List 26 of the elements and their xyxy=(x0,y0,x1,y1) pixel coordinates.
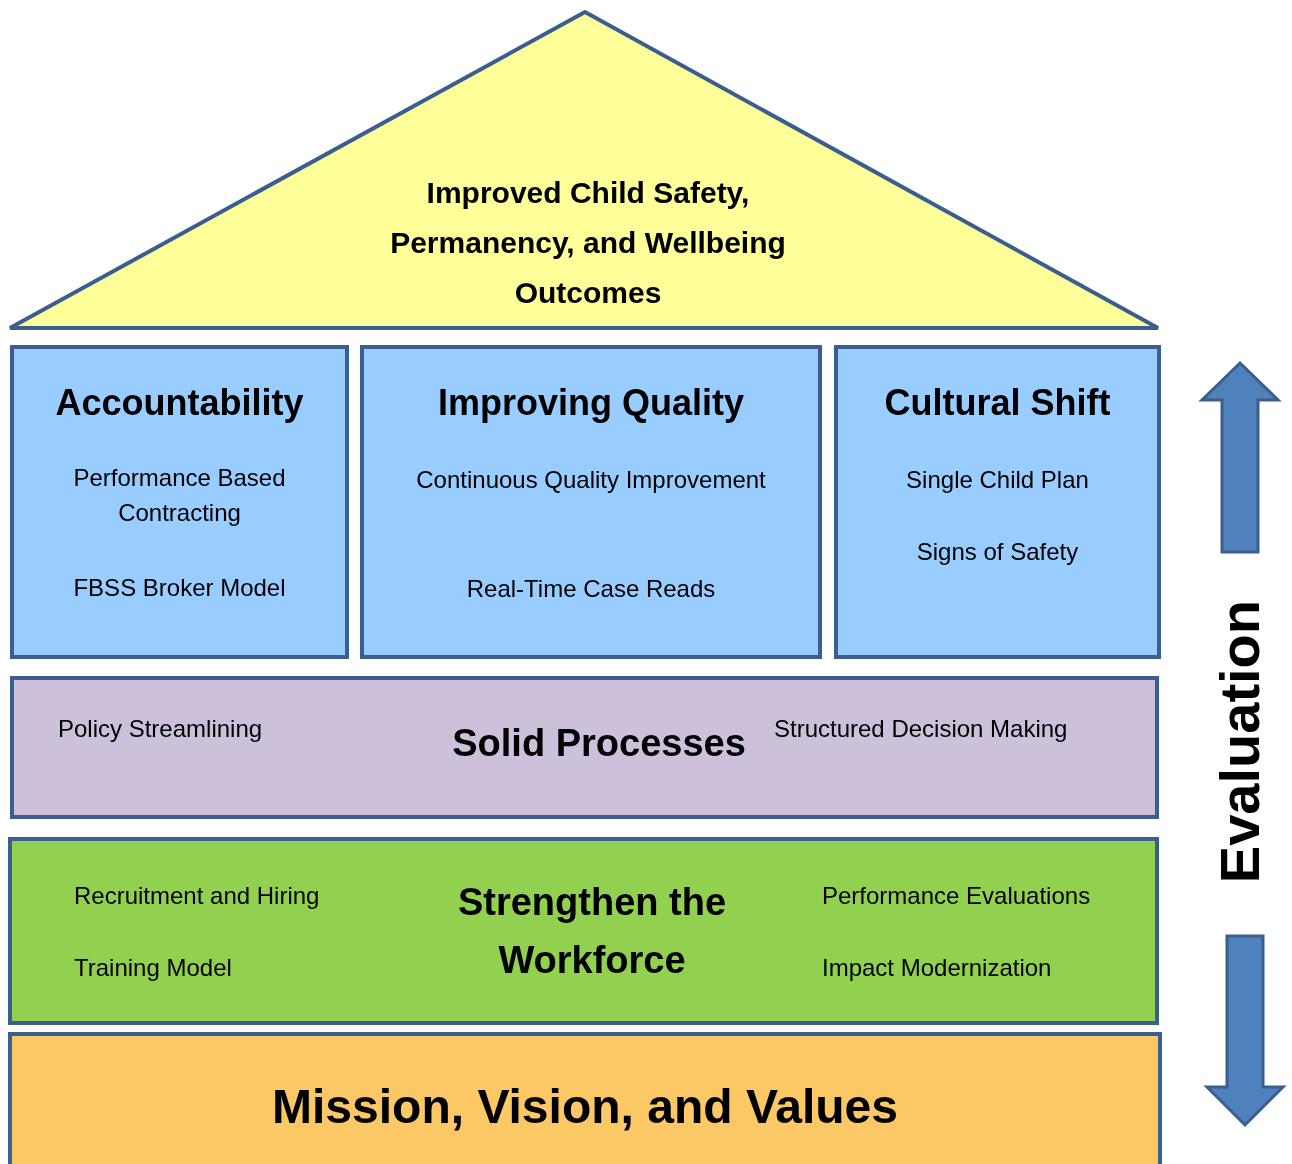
band-heading: Strengthen the Workforce xyxy=(456,880,728,983)
foundation-heading: Mission, Vision, and Values xyxy=(271,1079,899,1135)
band-item: Training Model xyxy=(74,953,233,983)
roof-triangle xyxy=(8,10,1160,332)
pillar-item: Signs of Safety xyxy=(915,537,1080,567)
pillar-item: Continuous Quality Improvement xyxy=(415,465,767,495)
side-label: Evaluation xyxy=(1212,600,1268,884)
band-item: Performance Evaluations xyxy=(822,881,1092,911)
pillar-item: FBSS Broker Model xyxy=(72,573,287,603)
pillar-heading: Improving Quality xyxy=(436,381,745,425)
band-box xyxy=(8,1032,1162,1164)
pillar-item: Performance Based Contracting xyxy=(72,463,287,528)
pillar-box xyxy=(360,345,822,659)
band-item: Impact Modernization xyxy=(822,953,1053,983)
band-item: Policy Streamlining xyxy=(58,714,264,744)
roof-title: Improved Child Safety, Permanency, and Wellbeing Outcomes xyxy=(389,175,787,311)
pillar-box xyxy=(10,345,349,659)
pillar-heading: Accountability xyxy=(54,381,305,425)
band-box xyxy=(10,676,1159,819)
band-item: Structured Decision Making xyxy=(774,714,1069,744)
band-item: Recruitment and Hiring xyxy=(74,881,321,911)
band-box xyxy=(8,837,1159,1025)
pillar-heading: Cultural Shift xyxy=(883,381,1112,425)
pillar-item: Real-Time Case Reads xyxy=(465,574,717,604)
pillar-box xyxy=(834,345,1161,659)
pillar-item: Single Child Plan xyxy=(905,465,1090,495)
